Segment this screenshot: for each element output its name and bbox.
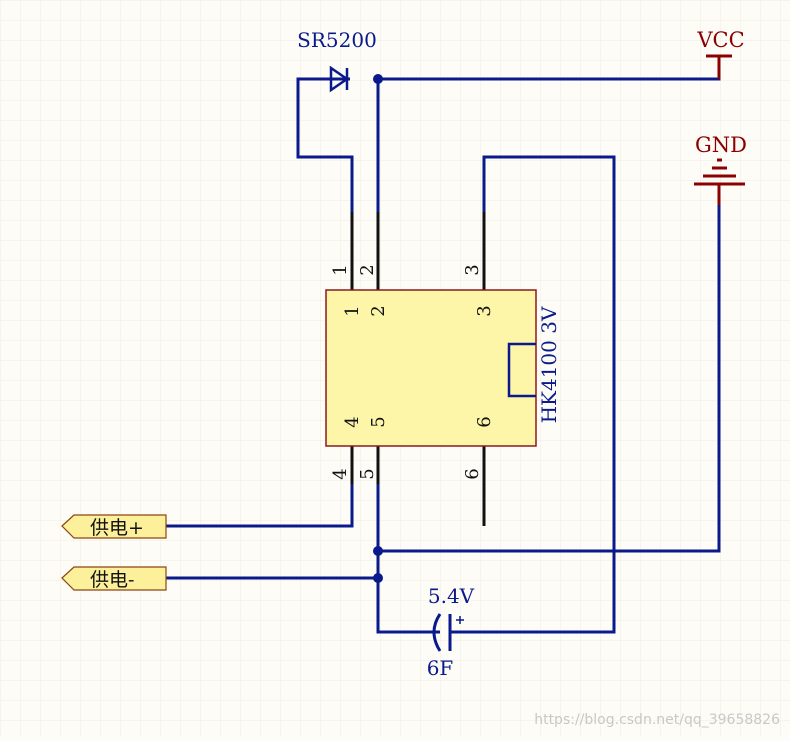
wire-vcc-to-pin2 — [376, 77, 721, 214]
relay-label: HK4100 3V — [537, 306, 561, 423]
pin-number: 4 — [342, 416, 363, 427]
port-supply-minus[interactable]: 供电- — [61, 566, 167, 591]
pin-number: 6 — [462, 468, 483, 479]
wires — [164, 77, 721, 634]
vcc-bar-icon — [706, 54, 732, 79]
relay-switch-icon — [507, 342, 536, 398]
pin-number: 6 — [474, 416, 495, 427]
wire-gnd-net — [376, 203, 721, 553]
pin-number: 5 — [357, 468, 378, 479]
port-flag-icon — [61, 566, 167, 591]
pin-number: 3 — [474, 305, 495, 316]
diode-label: SR5200 — [297, 28, 377, 52]
junction-dot — [373, 546, 383, 556]
pin-number: 1 — [330, 264, 351, 275]
relay-pin-leads — [350, 212, 486, 526]
diode-sr5200[interactable]: SR5200 — [297, 28, 377, 93]
port-label: 供电- — [90, 569, 134, 591]
ground-symbol-icon — [694, 158, 745, 205]
diode-symbol-icon — [329, 65, 350, 93]
vcc-power-port[interactable]: VCC — [696, 28, 745, 79]
watermark: https://blog.csdn.net/qq_39658826 — [534, 712, 780, 728]
gnd-label: GND — [695, 133, 747, 157]
pin-number: 3 — [462, 264, 483, 275]
relay-body — [325, 289, 537, 447]
wire-pin5-to-cap — [376, 482, 407, 634]
port-label: 供电+ — [90, 517, 144, 539]
wire-pin3-loop — [476, 155, 616, 634]
vcc-label: VCC — [696, 28, 744, 52]
wire-diode-to-pin1 — [296, 77, 354, 214]
pin-number: 4 — [330, 468, 351, 479]
relay-hk4100[interactable]: 1 2 3 4 5 6 1 2 3 4 5 6 HK4100 3V — [325, 212, 561, 526]
junction-dot — [373, 74, 383, 84]
junctions — [373, 74, 383, 583]
port-flag-icon — [61, 514, 167, 539]
wire-pin4-supply-plus — [164, 482, 354, 528]
gnd-power-port[interactable]: GND — [694, 133, 747, 205]
capacitor-value-label: 6F — [427, 656, 454, 680]
capacitor-voltage-label: 5.4V — [428, 584, 475, 608]
junction-dot — [373, 573, 383, 583]
pin-number: 5 — [368, 416, 389, 427]
capacitor-curved-plate-icon — [432, 613, 442, 652]
pin-number: 1 — [342, 305, 363, 316]
port-supply-plus[interactable]: 供电+ — [61, 514, 167, 539]
pin-number: 2 — [368, 305, 389, 316]
pin-number: 2 — [357, 264, 378, 275]
plus-icon — [456, 616, 464, 624]
capacitor-6f[interactable]: 5.4V 6F — [405, 584, 478, 680]
